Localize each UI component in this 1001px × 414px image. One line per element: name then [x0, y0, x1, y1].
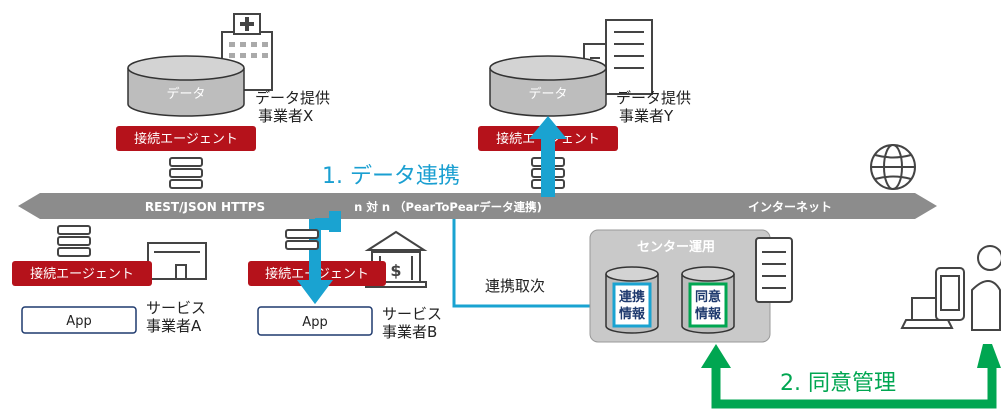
provider-y-name-line2: 事業者Y: [619, 107, 674, 125]
consent-arrow-up-left: [701, 344, 731, 368]
flow1-label: 1. データ連携: [322, 164, 460, 189]
provider-x-name-line2: 事業者X: [258, 107, 313, 125]
center-db1-line1: 連携: [619, 289, 645, 305]
server-icon: [285, 229, 319, 250]
band-mid-label: n 対 n （PearToPearデータ連携): [354, 200, 542, 214]
center-db2-line1: 同意: [695, 289, 721, 305]
user-icon: [971, 245, 1001, 331]
provider-x-agent-label: 接続エージェント: [134, 131, 238, 147]
center-title: センター運用: [637, 240, 715, 255]
flow-down-arrow-overlay: [297, 255, 333, 304]
relay-line: [452, 219, 590, 308]
provider-y-database: [489, 55, 607, 117]
service-a-app-label: App: [66, 314, 91, 329]
service-b-app-label: App: [302, 315, 327, 330]
server-icon: [57, 225, 91, 257]
provider-y-db-label: データ: [528, 86, 567, 102]
provider-x-name-line1: データ提供: [255, 89, 330, 107]
service-b-name-line1: サービス: [382, 305, 442, 323]
consent-arrow-up-right: [977, 344, 1001, 368]
internet-band: [18, 193, 937, 219]
provider-y-name-line1: データ提供: [616, 89, 691, 107]
service-a-name-line2: 事業者A: [146, 317, 202, 335]
provider-x-agent: [116, 126, 256, 151]
service-a-app: [21, 306, 137, 334]
server-icon: [169, 157, 203, 189]
center-db-relay: [605, 266, 659, 334]
center-db1-line2: 情報: [619, 306, 646, 322]
center-db-consent: [681, 266, 735, 334]
service-b-name-line2: 事業者B: [382, 323, 437, 341]
globe-icon: [870, 144, 916, 190]
service-a-agent: [12, 261, 152, 286]
server-icon: [755, 237, 793, 303]
consent-connector: [711, 366, 997, 409]
provider-x-db-label: データ: [166, 86, 205, 102]
service-b-app: [257, 306, 373, 336]
band-right-label: インターネット: [748, 200, 832, 214]
shop-icon: [147, 242, 207, 280]
service-a-name-line1: サービス: [146, 299, 206, 317]
band-left-label: REST/JSON HTTPS: [145, 200, 265, 214]
relay-label: 連携取次: [485, 277, 545, 295]
flow-up-arrow: [529, 116, 567, 197]
dollar-icon: $: [390, 261, 401, 280]
provider-x-database: [127, 55, 245, 117]
center-db2-line2: 情報: [695, 306, 722, 322]
flow2-label: 2. 同意管理: [780, 371, 896, 396]
phone-icon: [935, 267, 965, 321]
service-a-agent-label: 接続エージェント: [30, 266, 134, 282]
